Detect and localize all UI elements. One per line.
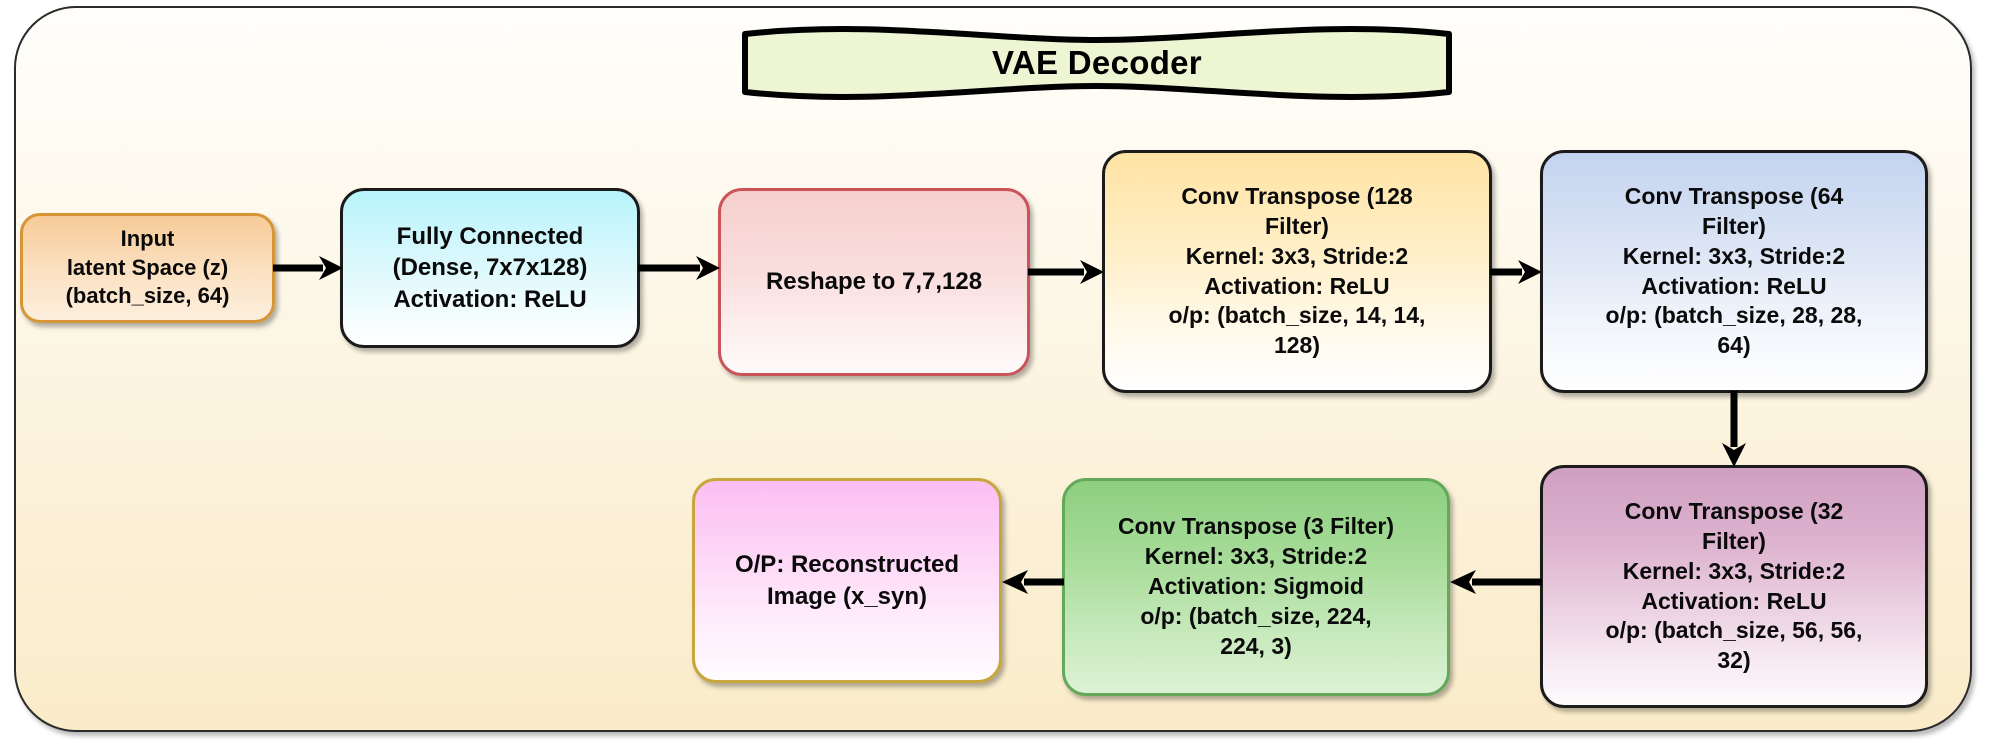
title-banner: VAE Decoder: [742, 18, 1452, 108]
node-ct128-line-1: Conv Transpose (128: [1181, 182, 1413, 209]
node-fc-line-1: Fully Connected: [396, 223, 584, 251]
arrow-input-to-fully-connected: [273, 252, 345, 284]
node-output-line-1: O/P: Reconstructed: [734, 551, 960, 579]
node-output-line-2: Image (x_syn): [766, 582, 928, 610]
node-ct64-line-3: Kernel: 3x3, Stride:2: [1622, 242, 1846, 269]
node-ct32-line-3: Kernel: 3x3, Stride:2: [1622, 557, 1846, 584]
node-conv-transpose-128[interactable]: Conv Transpose (128 Filter) Kernel: 3x3,…: [1102, 150, 1492, 393]
node-input-line-2: latent Space (z): [66, 254, 229, 280]
node-ct64-line-2: Filter): [1702, 212, 1766, 239]
node-fc-line-2: (Dense, 7x7x128): [392, 254, 588, 282]
node-ct64-line-4: Activation: ReLU: [1641, 272, 1827, 299]
page-title: VAE Decoder: [992, 44, 1202, 81]
node-ct32-line-6: 32): [1717, 647, 1751, 674]
node-reshape[interactable]: Reshape to 7,7,128: [718, 188, 1030, 376]
arrow-reshape-to-conv-transpose-128: [1028, 256, 1106, 288]
node-ct128-line-6: 128): [1273, 332, 1321, 359]
node-ct3-line-2: Kernel: 3x3, Stride:2: [1144, 543, 1368, 570]
node-conv-transpose-32[interactable]: Conv Transpose (32 Filter) Kernel: 3x3, …: [1540, 465, 1928, 708]
arrow-conv-transpose-128-to-64: [1490, 256, 1544, 288]
node-ct64-line-1: Conv Transpose (64: [1624, 182, 1844, 209]
node-ct32-line-2: Filter): [1702, 527, 1766, 554]
node-output-reconstructed-image[interactable]: O/P: Reconstructed Image (x_syn): [692, 478, 1002, 683]
node-fc-line-3: Activation: ReLU: [393, 285, 587, 313]
node-input-line-1: Input: [120, 226, 175, 252]
arrow-fully-connected-to-reshape: [638, 252, 722, 284]
node-ct32-line-4: Activation: ReLU: [1641, 587, 1827, 614]
node-ct32-line-5: o/p: (batch_size, 56, 56,: [1605, 617, 1863, 644]
node-ct3-line-1: Conv Transpose (3 Filter): [1117, 513, 1395, 540]
arrow-conv-transpose-64-to-32: [1718, 391, 1750, 469]
arrow-conv-transpose-3-to-output: [1000, 566, 1066, 598]
arrow-conv-transpose-32-to-3: [1448, 566, 1544, 598]
node-ct64-line-6: 64): [1717, 332, 1751, 359]
node-conv-transpose-64[interactable]: Conv Transpose (64 Filter) Kernel: 3x3, …: [1540, 150, 1928, 393]
node-ct32-line-1: Conv Transpose (32: [1624, 497, 1844, 524]
node-ct3-line-5: 224, 3): [1220, 632, 1292, 659]
node-ct128-line-5: o/p: (batch_size, 14, 14,: [1168, 302, 1426, 329]
node-ct3-line-4: o/p: (batch_size, 224,: [1140, 602, 1372, 629]
node-ct128-line-3: Kernel: 3x3, Stride:2: [1185, 242, 1409, 269]
node-ct64-line-5: o/p: (batch_size, 28, 28,: [1605, 302, 1863, 329]
node-fully-connected[interactable]: Fully Connected (Dense, 7x7x128) Activat…: [340, 188, 640, 348]
node-conv-transpose-3[interactable]: Conv Transpose (3 Filter) Kernel: 3x3, S…: [1062, 478, 1450, 696]
title-banner-shape: [742, 26, 1452, 100]
node-ct128-line-2: Filter): [1265, 212, 1329, 239]
node-reshape-line-1: Reshape to 7,7,128: [765, 268, 983, 296]
node-input-line-3: (batch_size, 64): [65, 283, 230, 309]
node-ct128-line-4: Activation: ReLU: [1204, 272, 1390, 299]
node-ct3-line-3: Activation: Sigmoid: [1148, 573, 1364, 600]
node-input[interactable]: Input latent Space (z) (batch_size, 64): [20, 213, 275, 323]
